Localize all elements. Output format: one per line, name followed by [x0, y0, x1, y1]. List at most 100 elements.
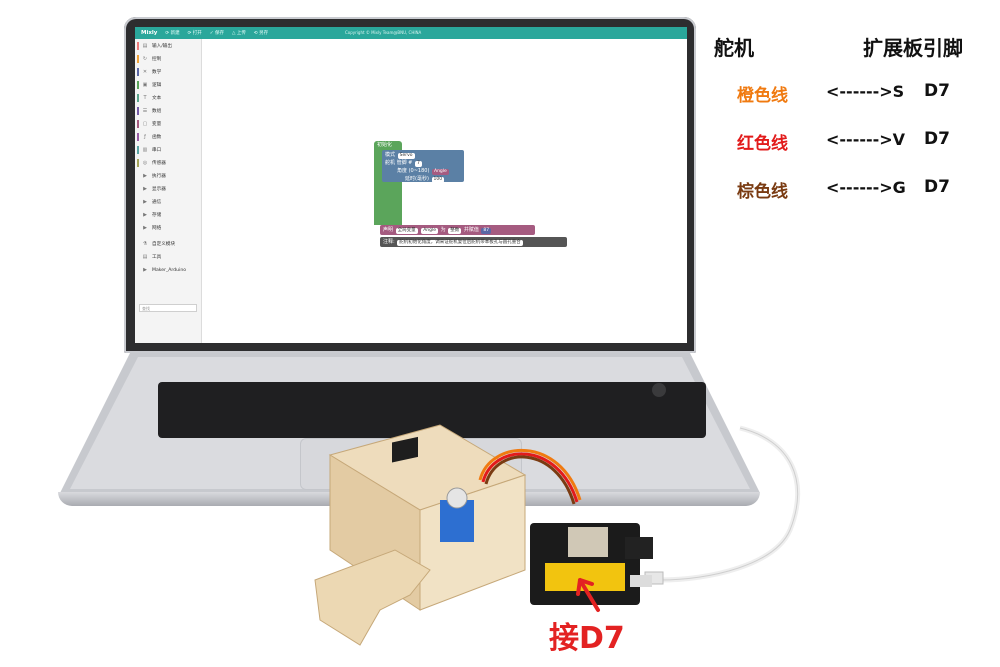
sidebar-item-comm[interactable]: ▶通信: [137, 197, 161, 207]
brown-wire-mapping: <------>G: [826, 178, 906, 197]
category-color-bar: [137, 159, 139, 167]
toolbar-new-button[interactable]: ⟳ 新建: [165, 31, 180, 36]
declare-variable-block[interactable]: 声明 全局变量 Angle 为 整数 并赋值 87: [380, 225, 535, 235]
category-color-bar: [137, 68, 139, 76]
sidebar-item-label: 文本: [152, 96, 162, 101]
servo-block[interactable]: 模式 Servo 舵机 管脚 # 7 角度 (0~180) Angle 延时(毫…: [382, 150, 464, 183]
servo-delay-label: 延时(毫秒): [405, 176, 429, 182]
sidebar-item-network[interactable]: ▶网络: [137, 223, 161, 233]
declare-scope-dropdown[interactable]: 全局变量: [395, 228, 418, 234]
sidebar-item-storage[interactable]: ▶存储: [137, 210, 161, 220]
function-icon: ƒ: [144, 134, 146, 140]
ide-brand: Mixly: [141, 30, 158, 36]
math-icon: ✕: [142, 69, 148, 75]
init-block-label: 初始化: [377, 142, 393, 148]
laptop-screen: Mixly ⟳ 新建 ⟳ 打开 ✓ 保存 △ 上传 ⟲ 另存 Copyright…: [135, 27, 687, 343]
sensor-icon: ◎: [142, 160, 148, 166]
category-color-bar: [137, 120, 139, 128]
sidebar-item-label: 网络: [152, 226, 162, 231]
sidebar-item-label: 控制: [152, 57, 162, 62]
declare-type-label: 为: [440, 227, 446, 233]
category-color-bar: [137, 55, 139, 63]
sidebar-item-function[interactable]: ƒ 函数: [137, 132, 161, 142]
chevron-right-icon: ▶: [143, 267, 147, 273]
comment-label: 注释:: [383, 239, 395, 245]
sidebar-item-variable[interactable]: ▢ 变量: [137, 119, 161, 129]
sidebar-item-custom[interactable]: ⚗ 自定义模块: [137, 239, 175, 249]
sidebar-item-array[interactable]: ☰数组: [137, 106, 161, 116]
sidebar-item-label: 数学: [152, 70, 162, 75]
io-icon: ▤: [142, 43, 148, 49]
toolbar-saveas-label: 另存: [259, 31, 269, 36]
red-arrow-icon: [576, 578, 600, 612]
sidebar-item-label: 工具: [152, 255, 162, 260]
sidebar-item-tool[interactable]: ▤工具: [137, 252, 162, 262]
category-color-bar: [137, 198, 139, 206]
servo-wires: [478, 449, 582, 505]
servo-pin-dropdown[interactable]: 7: [414, 161, 422, 167]
sidebar-item-label: 显示器: [152, 187, 166, 192]
sidebar-item-maker-arduino[interactable]: ▶ Maker_Arduino: [137, 265, 186, 275]
ide-topbar: Mixly ⟳ 新建 ⟳ 打开 ✓ 保存 △ 上传 ⟲ 另存 Copyright…: [135, 27, 687, 39]
sidebar-item-control[interactable]: ↻ 控制: [137, 54, 161, 64]
sidebar-item-actuator[interactable]: ▶执行器: [137, 171, 166, 181]
sidebar-item-label: 输入/输出: [152, 44, 172, 49]
sidebar-item-logic[interactable]: ▣逻辑: [137, 80, 161, 90]
declare-assign-label: 并赋值: [463, 227, 479, 233]
wooden-servo-stand: [314, 424, 527, 646]
orange-wire-mapping: <------>S: [826, 82, 905, 101]
servo-header: 舵机: [714, 36, 754, 60]
custom-icon: ⚗: [142, 241, 148, 247]
block-search-input[interactable]: 查找: [139, 304, 197, 312]
toolbar-save-label: 保存: [215, 31, 224, 36]
sidebar-item-label: 函数: [152, 135, 162, 140]
brown-wire-label: 棕色线: [737, 182, 788, 202]
variable-icon: ▢: [142, 121, 148, 127]
chevron-right-icon: ▶: [143, 212, 147, 218]
toolbar-open-button[interactable]: ⟳ 打开: [187, 31, 202, 36]
category-color-bar: [137, 172, 139, 180]
sidebar-item-serial[interactable]: ▥串口: [137, 145, 161, 155]
board-pin-header: 扩展板引脚: [863, 36, 963, 60]
sidebar-item-label: 传感器: [152, 161, 166, 166]
category-color-bar: [137, 240, 139, 248]
category-color-bar: [137, 266, 139, 274]
comment-block[interactable]: 注释: 舵机初始化角度，调采证舵机复位后舵机带本板孔与圆孔重合: [380, 237, 567, 247]
ide-copyright: Copyright © Mixly Team@BNU, CHINA: [345, 30, 422, 35]
toolbar-save-button[interactable]: ✓ 保存: [209, 31, 224, 36]
sidebar-item-label: 执行器: [152, 174, 166, 179]
connect-d7-note: 接D7: [549, 621, 625, 656]
category-color-bar: [137, 133, 139, 141]
category-color-bar: [137, 146, 139, 154]
sidebar-item-io[interactable]: ▤ 输入/输出: [137, 41, 172, 51]
logic-icon: ▣: [142, 82, 148, 88]
category-color-bar: [137, 253, 139, 261]
toolbar-new-label: 新建: [170, 31, 180, 36]
category-color-bar: [137, 42, 139, 50]
orange-wire-pin: D7: [924, 81, 950, 101]
declare-value-input[interactable]: 87: [481, 228, 492, 234]
sidebar-item-label: 变量: [152, 122, 162, 127]
servo-mode-label: 模式: [385, 152, 396, 158]
block-workspace[interactable]: 初始化 模式 Servo 舵机 管脚 # 7 角度 (0~180) Angle …: [202, 39, 687, 343]
sidebar-item-label: 自定义模块: [152, 242, 175, 247]
category-color-bar: [137, 81, 139, 89]
servo-mode-dropdown[interactable]: Servo: [397, 153, 415, 159]
sidebar-item-math[interactable]: ✕ 数学: [137, 67, 161, 77]
declare-type-dropdown[interactable]: 整数: [448, 228, 462, 234]
toolbar-upload-button[interactable]: △ 上传: [232, 31, 246, 36]
arduino-expansion-board: [530, 523, 653, 605]
toolbar-saveas-button[interactable]: ⟲ 另存: [253, 31, 269, 36]
brown-wire-pin: D7: [924, 177, 950, 197]
servo-angle-var[interactable]: Angle: [432, 169, 449, 175]
control-icon: ↻: [142, 56, 148, 62]
sidebar-item-sensor[interactable]: ◎ 传感器: [137, 158, 166, 168]
chevron-right-icon: ▶: [143, 186, 147, 192]
sidebar-item-label: Maker_Arduino: [152, 267, 187, 273]
comment-text-input[interactable]: 舵机初始化角度，调采证舵机复位后舵机带本板孔与圆孔重合: [397, 240, 523, 246]
orange-wire-label: 橙色线: [737, 86, 788, 106]
sidebar-item-display[interactable]: ▶ 显示器: [137, 184, 166, 194]
servo-delay-input[interactable]: 100: [431, 177, 445, 183]
declare-var-name[interactable]: Angle: [421, 228, 439, 234]
